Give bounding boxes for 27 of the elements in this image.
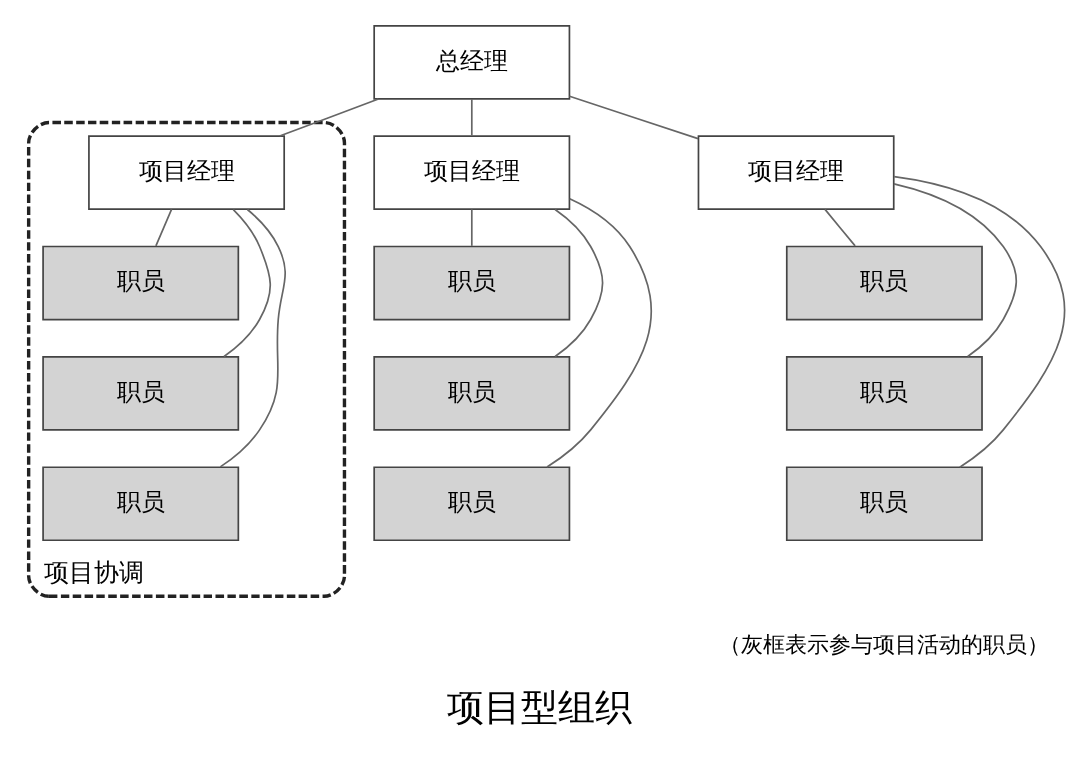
node-box: 职员 [373,466,571,542]
connector [278,98,380,137]
node-box: 职员 [42,466,240,542]
connector [223,208,272,358]
connector [470,208,473,247]
connector [893,175,1066,469]
label: （灰框表示参与项目活动的职员） [719,632,1050,658]
connector [546,197,653,468]
node-box: 项目经理 [373,135,571,210]
node-box: 总经理 [373,24,571,100]
connector [554,208,604,358]
node-box: 职员 [373,356,571,431]
connector [893,182,1018,358]
node-box: 职员 [42,356,240,431]
connector [568,95,699,140]
connector [219,208,286,468]
node-box: 职员 [785,245,983,321]
node-box: 职员 [373,245,571,321]
diagram-title: 项目型组织 [447,684,633,729]
connector [470,98,473,137]
node-box: 职员 [42,245,240,321]
node-box: 职员 [785,356,983,431]
node-box: 职员 [785,466,983,542]
connector [824,208,856,247]
node-box: 项目经理 [697,135,895,210]
node-box: 项目经理 [88,135,286,210]
connector [155,208,173,247]
